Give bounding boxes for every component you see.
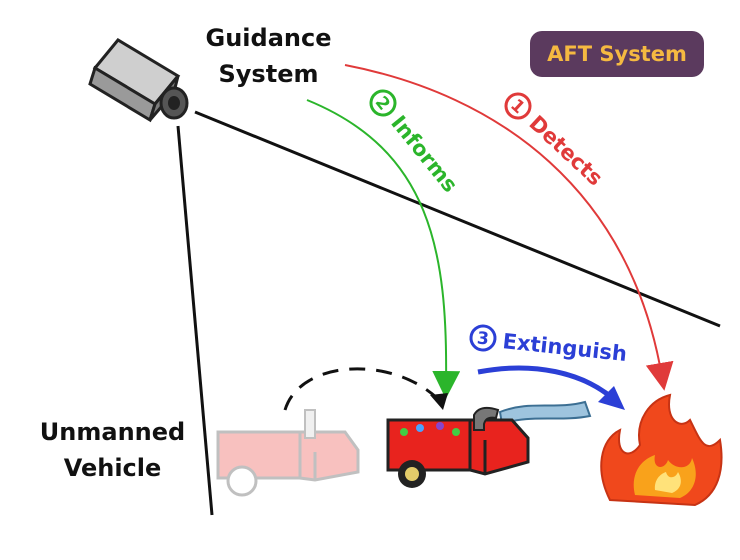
aft-system-badge: AFT System [530, 31, 704, 77]
unmanned-vehicle-label: Unmanned Vehicle [30, 414, 195, 486]
guidance-system-label: Guidance System [196, 20, 341, 92]
move-arrow [283, 367, 439, 411]
step-3-label: Extinguish [502, 329, 629, 366]
camera-icon [88, 38, 189, 123]
fire-icon [600, 393, 723, 507]
extinguish-arrow [477, 365, 622, 407]
step-2-group: 2 Informs [369, 89, 462, 197]
step-2-label: Informs [386, 111, 462, 197]
vehicle-icon [386, 406, 530, 488]
extinguish-arrowhead [598, 386, 625, 410]
vehicle-line-2: Vehicle [63, 454, 162, 482]
vehicle-line-1: Unmanned [39, 418, 186, 446]
informs-arrow [306, 99, 461, 399]
step-3-group: 3 Extinguish [469, 324, 629, 366]
step-3-number: 3 [476, 328, 490, 349]
guidance-line-2: System [218, 60, 319, 88]
step-1-group: 1 Detects [504, 92, 607, 190]
ghost-vehicle-icon [216, 409, 360, 497]
fov-line-left [176, 125, 214, 516]
guidance-line-1: Guidance [205, 24, 332, 52]
move-arrowhead [430, 393, 448, 410]
water-spray [498, 400, 592, 426]
fov-line-right [194, 110, 721, 328]
detects-arrow [344, 64, 674, 391]
